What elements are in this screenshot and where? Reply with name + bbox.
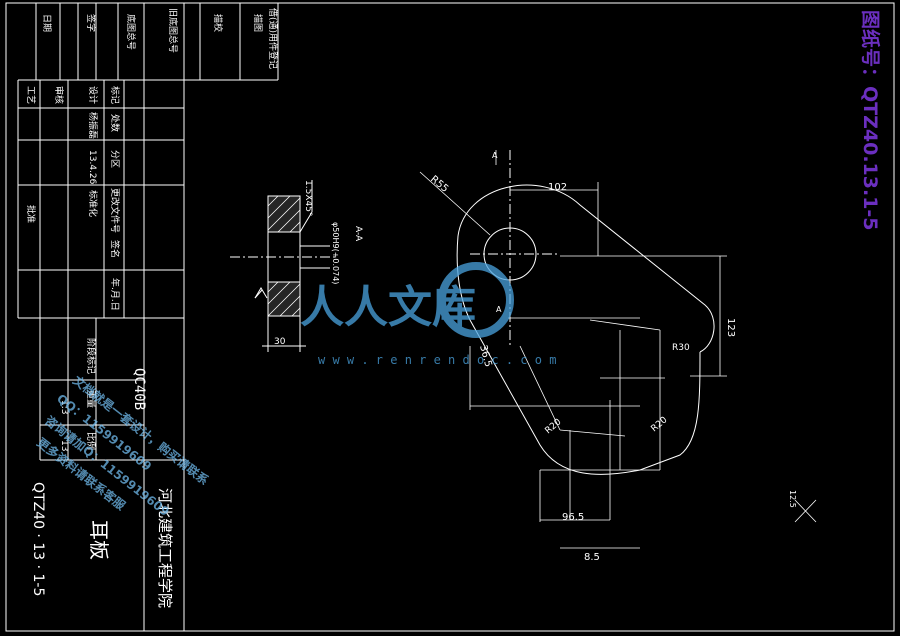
label-stage-mark: 阶段标记	[85, 338, 97, 374]
watermark-brand: 人人文库	[300, 282, 476, 333]
drawing-number: QTZ40 · 13 · 1-5	[30, 482, 46, 596]
drawing-frame	[5, 2, 895, 632]
designer-name: 杨振磊	[87, 112, 99, 139]
dim-8-5: 8.5	[584, 552, 600, 563]
label-review: 审核	[53, 86, 65, 104]
arrow-label-a-bottom: A	[496, 305, 502, 314]
radius-30: R30	[672, 343, 690, 353]
dimension-lines	[419, 150, 817, 549]
part-name: 耳板	[87, 520, 111, 560]
radius-20-left: R20	[544, 417, 564, 436]
watermark-logo-icon	[438, 262, 514, 338]
label-signature: 签名	[109, 240, 121, 258]
company-name: 河北建筑工程学院	[156, 488, 174, 608]
roughness-value: 12.5	[788, 490, 797, 508]
label-process: 工艺	[25, 86, 36, 104]
label-date: 日期	[41, 14, 52, 32]
label-trace: 描图	[252, 14, 264, 32]
dim-102: 102	[548, 182, 567, 193]
hole-spec: φ50H9(+0.074)	[331, 222, 340, 284]
radius-55: R55	[428, 174, 450, 195]
label-scale: 比例	[85, 432, 97, 450]
section-label: A-A	[353, 226, 363, 242]
scale-value: 1:3	[59, 400, 69, 414]
label-mark: 标记	[109, 86, 121, 104]
arrow-label-a-top: A	[492, 151, 498, 160]
label-design: 设计	[87, 86, 99, 104]
design-date: 13.4.26	[87, 150, 97, 185]
label-standardization: 标准化	[87, 190, 99, 217]
dim-123: 123	[725, 318, 736, 337]
title-block	[17, 3, 279, 631]
chamfer-dim: 1.5X45°	[303, 180, 313, 216]
dim-96-5: 96.5	[562, 512, 584, 523]
section-view	[230, 180, 335, 352]
label-old-base: 旧底图总号	[167, 8, 179, 53]
watermark-site: w w w . r e n r e n d o c . c o m	[318, 353, 556, 367]
label-zone: 分区	[109, 150, 120, 168]
model-code: QC40B	[131, 368, 147, 410]
label-weight: 重量	[85, 390, 97, 408]
label-ymd: 年.月.日	[109, 278, 121, 311]
label-check: 描校	[212, 14, 224, 32]
label-approve: 批准	[25, 205, 37, 223]
label-count: 处数	[109, 114, 121, 132]
sheet-number-side-label: 图纸号：QTZ40.13.1-5	[859, 10, 882, 231]
label-borrow: 借(通)用件登记	[267, 8, 279, 69]
label-change-doc: 更改文件号	[109, 188, 121, 233]
label-sign: 签字	[85, 14, 97, 32]
label-base-no: 底图总号	[125, 14, 137, 50]
sheet-value: 13	[59, 440, 69, 451]
thickness-dim: 30	[274, 337, 286, 347]
